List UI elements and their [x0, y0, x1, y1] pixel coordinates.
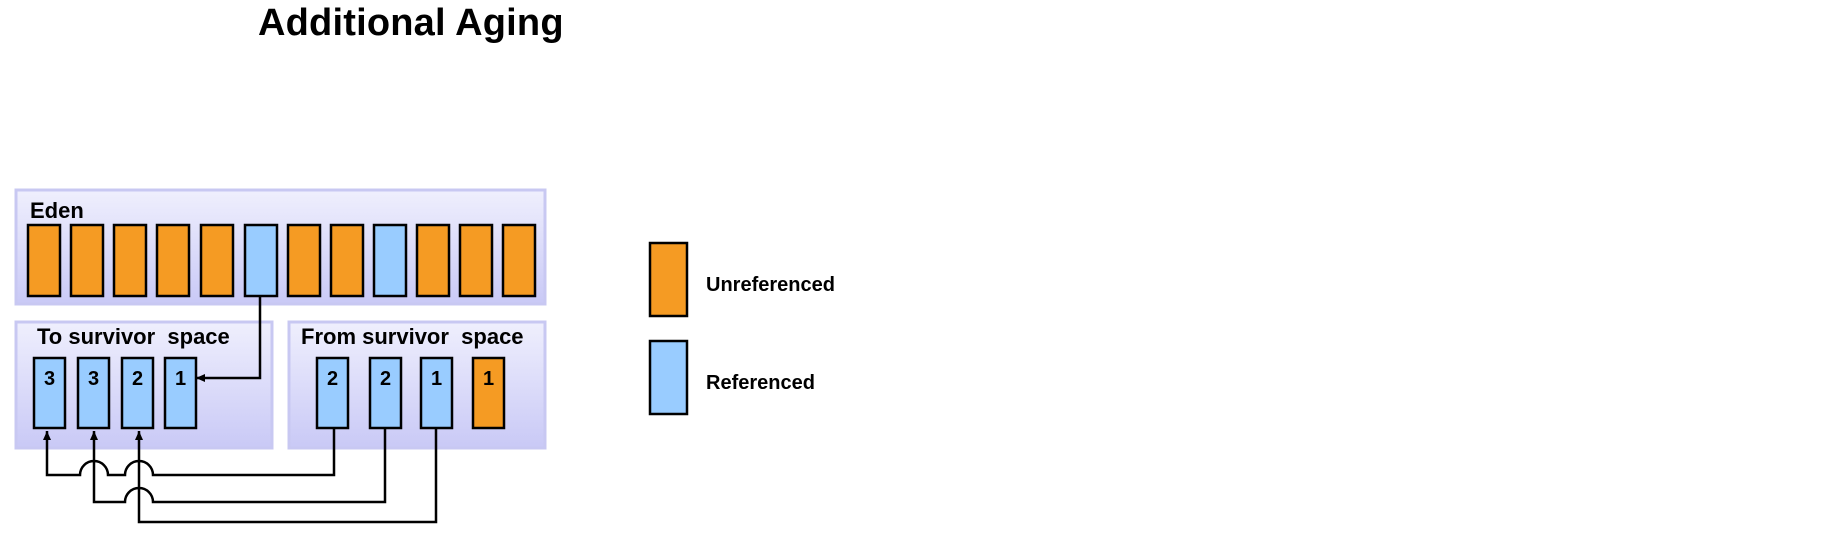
eden-object-unreferenced: [199, 223, 235, 298]
legend-swatch-referenced: [648, 339, 689, 416]
object-age-label: 3: [88, 368, 99, 390]
eden-object-unreferenced: [112, 223, 148, 298]
legend-label-unreferenced: Unreferenced: [706, 274, 835, 296]
object-age-label: 2: [327, 368, 338, 390]
object-age-label: 1: [431, 368, 442, 390]
to-survivor-object: [120, 356, 155, 430]
eden-object-referenced: [243, 223, 279, 298]
to-survivor-object: [163, 356, 198, 430]
from-survivor-object: [315, 356, 350, 430]
eden-object-unreferenced: [415, 223, 451, 298]
from-survivor-object: [471, 356, 506, 430]
object-age-label: 2: [380, 368, 391, 390]
object-age-label: 2: [132, 368, 143, 390]
eden-blocks: [26, 223, 537, 298]
legend-label-referenced: Referenced: [706, 372, 815, 394]
eden-label: Eden: [30, 198, 84, 223]
eden-object-unreferenced: [155, 223, 191, 298]
eden-object-unreferenced: [501, 223, 537, 298]
to-survivor-blocks: 3 3 2 1: [32, 356, 198, 430]
object-age-label: 1: [175, 368, 186, 390]
eden-object-referenced: [372, 223, 408, 298]
from-survivor-blocks: 2 2 1 1: [315, 356, 506, 430]
eden-object-unreferenced: [458, 223, 494, 298]
eden-object-unreferenced: [26, 223, 62, 298]
from-to-arrow-3: [135, 428, 438, 524]
page-title: Additional Aging: [258, 2, 564, 44]
to-survivor-object: [76, 356, 111, 430]
eden-object-unreferenced: [286, 223, 322, 298]
eden-object-unreferenced: [69, 223, 105, 298]
eden-object-unreferenced: [329, 223, 365, 298]
to-survivor-label: To survivor space: [37, 324, 230, 349]
from-survivor-object: [419, 356, 454, 430]
from-survivor-label: From survivor space: [301, 324, 524, 349]
object-age-label: 1: [483, 368, 494, 390]
object-age-label: 3: [44, 368, 55, 390]
eden-to-survivor-arrow: [196, 296, 262, 382]
to-survivor-object: [32, 356, 67, 430]
legend-swatch-unreferenced: [648, 241, 689, 318]
from-to-arrow-1: [43, 428, 336, 477]
